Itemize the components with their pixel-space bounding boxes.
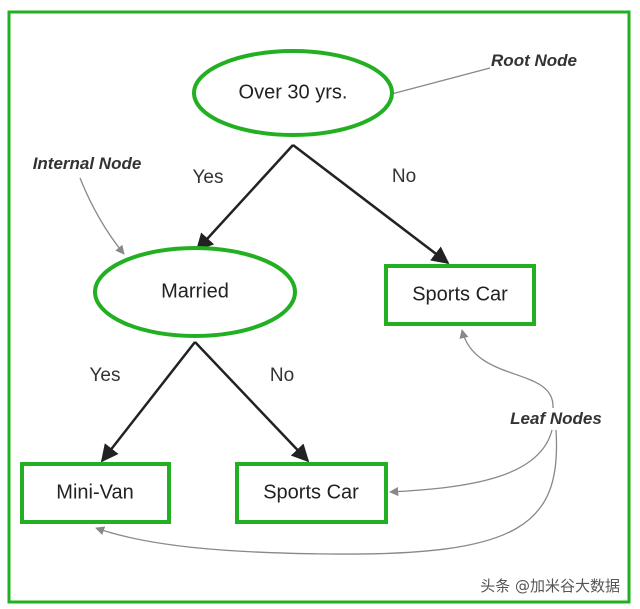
- callout-arrow-internal: [79, 177, 125, 255]
- callout-leaf-nodes: Leaf Nodes: [510, 409, 602, 428]
- root-node-ellipse: [192, 49, 394, 137]
- edge-married-to-mini-van: [100, 341, 196, 463]
- outer-frame: [7, 10, 631, 604]
- edge-label-married-yes: Yes: [90, 365, 121, 386]
- root-node-label: Over 30 yrs.: [239, 81, 348, 103]
- sports-car-bottom-label: Sports Car: [263, 481, 359, 503]
- married-node-ellipse: [93, 246, 297, 338]
- mini-van-node: [20, 462, 171, 524]
- sports-car-bottom-node: [235, 462, 388, 524]
- mini-van-label: Mini-Van: [56, 481, 133, 503]
- edge-root-to-sports-car-top: [292, 144, 450, 265]
- sports-car-top-label: Sports Car: [412, 283, 508, 305]
- edge-label-root-yes: Yes: [193, 167, 224, 188]
- edge-label-married-no: No: [270, 365, 294, 386]
- callout-arrow-leaf-mid: [389, 429, 553, 497]
- married-node-label: Married: [161, 280, 229, 302]
- edge-married-to-sports-car-bottom: [194, 341, 310, 463]
- callout-arrow-root: [383, 67, 491, 99]
- sports-car-top-node: [384, 264, 536, 326]
- callout-internal-node: Internal Node: [33, 154, 142, 173]
- callout-arrow-leaf-top: [459, 329, 554, 409]
- callout-arrow-leaf-bottom: [95, 429, 558, 555]
- watermark: 头条 @加米谷大数据: [480, 577, 620, 595]
- callout-root-node: Root Node: [491, 51, 577, 70]
- edge-label-root-no: No: [392, 166, 416, 187]
- edge-root-to-married: [195, 144, 294, 252]
